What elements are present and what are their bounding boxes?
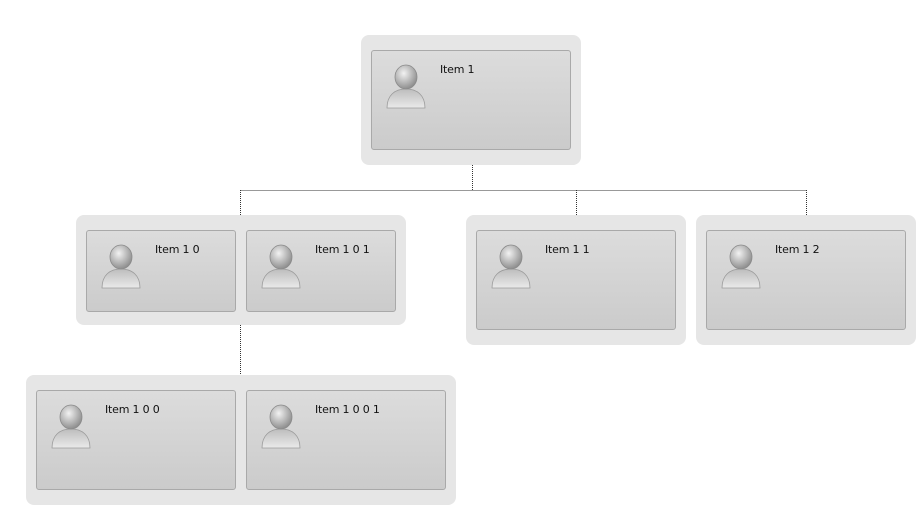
group-item-1-0-0: Item 1 0 0 Item 1 0 0 1 [26, 375, 456, 505]
group-item-1-1: Item 1 1 [466, 215, 686, 345]
person-avatar-icon [719, 242, 763, 290]
node-item-1-0[interactable]: Item 1 0 [86, 230, 236, 312]
person-avatar-icon [99, 242, 143, 290]
node-label: Item 1 1 [545, 243, 590, 256]
node-label: Item 1 0 [155, 243, 200, 256]
node-label: Item 1 0 0 [105, 403, 160, 416]
group-item-1-2: Item 1 2 [696, 215, 916, 345]
node-label: Item 1 0 1 [315, 243, 370, 256]
group-item-1-0: Item 1 0 Item 1 0 1 [76, 215, 406, 325]
person-avatar-icon [384, 62, 428, 110]
node-item-1-0-0[interactable]: Item 1 0 0 [36, 390, 236, 490]
node-item-1-2[interactable]: Item 1 2 [706, 230, 906, 330]
node-item-1-0-1[interactable]: Item 1 0 1 [246, 230, 396, 312]
person-avatar-icon [259, 402, 303, 450]
node-item-1-0-0-1[interactable]: Item 1 0 0 1 [246, 390, 446, 490]
person-avatar-icon [259, 242, 303, 290]
node-label: Item 1 [440, 63, 475, 76]
person-avatar-icon [489, 242, 533, 290]
node-label: Item 1 2 [775, 243, 820, 256]
node-item-1-1[interactable]: Item 1 1 [476, 230, 676, 330]
group-item-1: Item 1 [361, 35, 581, 165]
node-item-1[interactable]: Item 1 [371, 50, 571, 150]
person-avatar-icon [49, 402, 93, 450]
node-label: Item 1 0 0 1 [315, 403, 380, 416]
